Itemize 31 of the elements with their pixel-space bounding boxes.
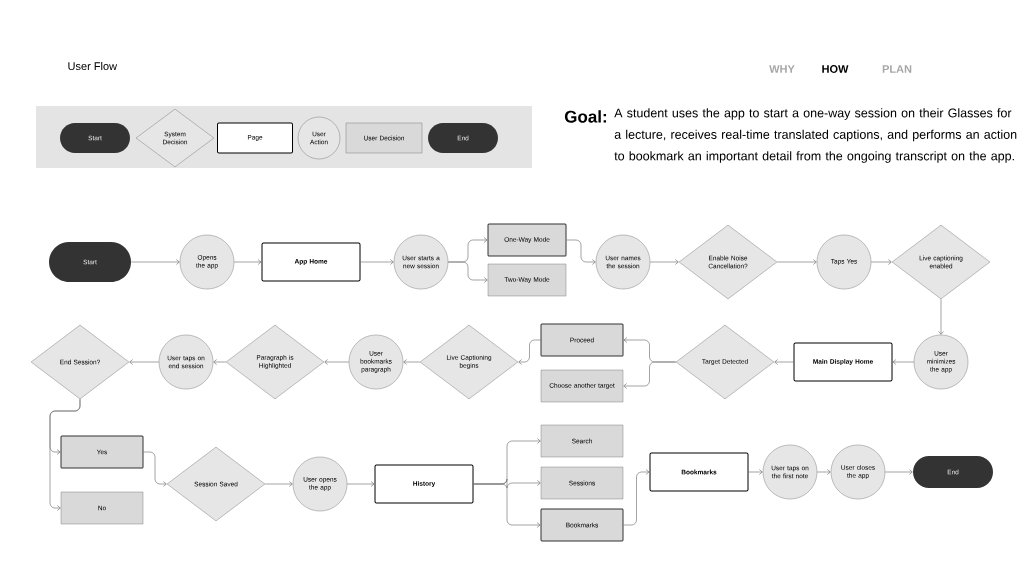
arrow — [346, 481, 375, 487]
arrow — [774, 359, 794, 365]
arrow — [816, 469, 831, 475]
nav-link: HOW — [822, 65, 849, 73]
nav-link: PLAN — [882, 65, 912, 73]
arrow — [649, 259, 679, 265]
arrow — [623, 361, 677, 389]
arrow — [324, 359, 350, 365]
arrow — [129, 359, 160, 365]
arrow — [130, 259, 180, 265]
page-title: User Flow — [68, 61, 118, 71]
arrow — [233, 259, 262, 265]
arrow — [623, 469, 650, 526]
arrow — [360, 259, 394, 265]
arrow — [776, 259, 817, 265]
arrow — [447, 261, 488, 283]
goal-heading: Goal: — [564, 110, 607, 123]
nav-link: WHY — [769, 65, 795, 73]
arrow — [938, 298, 944, 335]
arrow — [748, 469, 763, 475]
arrow — [403, 359, 421, 365]
arrow — [870, 259, 892, 265]
goal-text: A student uses the app to start a one-way session on their Glasses for a lecture, receives real-time translated captions, and performs an action to bookmark an important detail from the ongoing transcript on the app. — [614, 108, 1017, 163]
arrow — [566, 239, 596, 265]
arrow — [473, 483, 541, 528]
arrow — [884, 469, 913, 475]
arrow — [264, 481, 293, 487]
arrow — [143, 451, 167, 487]
arrow — [892, 359, 915, 365]
arrow — [49, 398, 81, 511]
arrow — [213, 359, 227, 365]
